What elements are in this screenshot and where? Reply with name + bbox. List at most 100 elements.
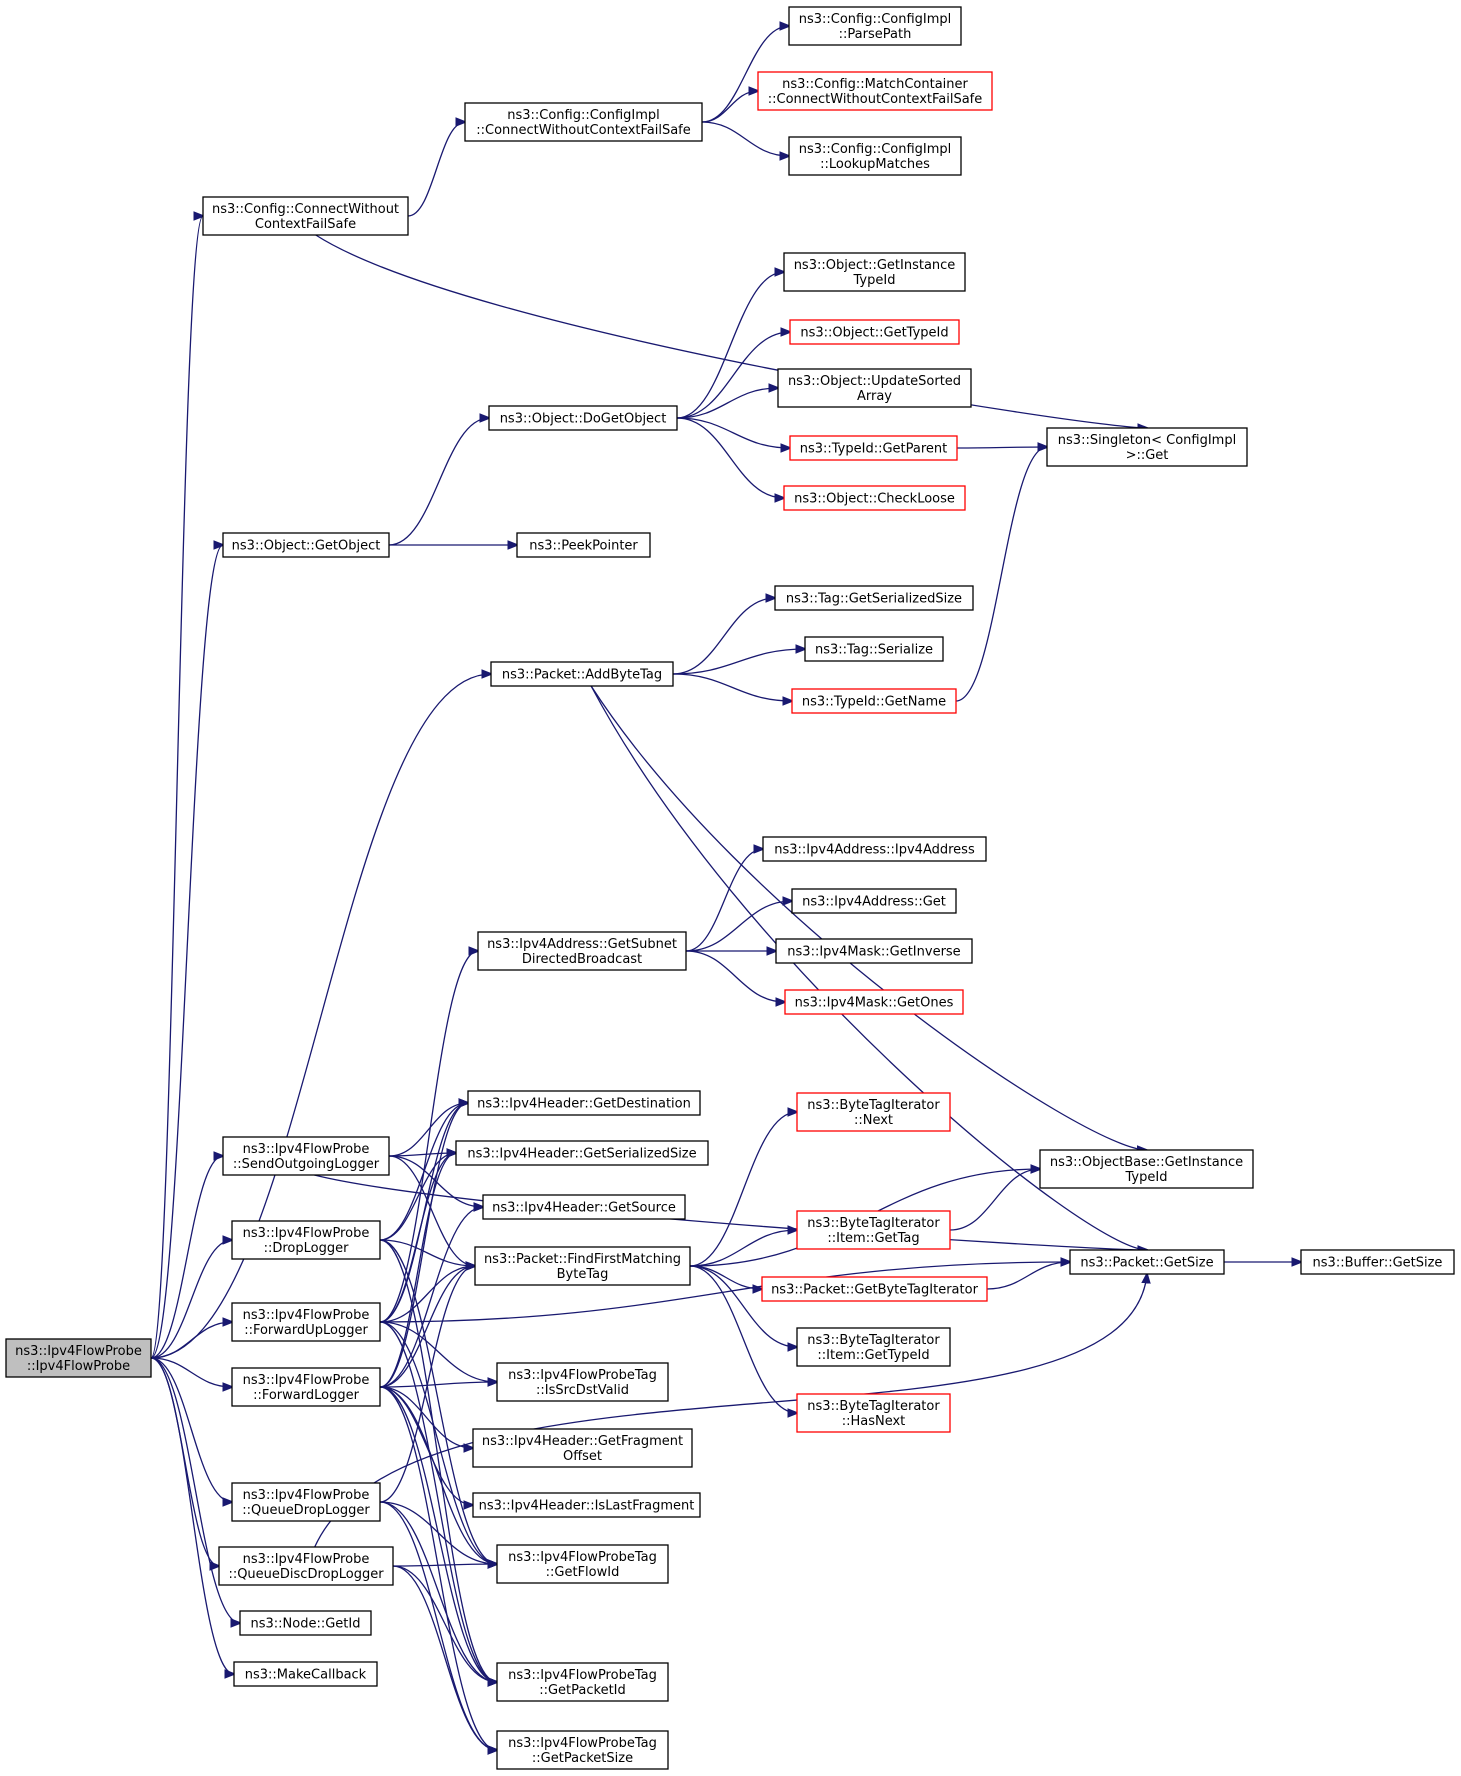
node-obj_dogetobj[interactable]: ns3::Object::DoGetObject — [488, 405, 678, 431]
node-queuedrop[interactable]: ns3::Ipv4FlowProbe::QueueDropLogger — [231, 1482, 381, 1522]
node-node_getid[interactable]: ns3::Node::GetId — [239, 1610, 372, 1636]
node-hdr_islastfrag[interactable]: ns3::Ipv4Header::IsLastFragment — [472, 1492, 701, 1518]
edge-fwdup-to-tag_getpktid — [379, 1321, 497, 1682]
node-hdr_getsersize[interactable]: ns3::Ipv4Header::GetSerializedSize — [455, 1140, 709, 1166]
node-bti_next[interactable]: ns3::ByteTagIterator::Next — [796, 1092, 951, 1132]
node-label: ::ConnectWithoutContextFailSafe — [476, 123, 691, 138]
node-root[interactable]: ns3::Ipv4FlowProbe::Ipv4FlowProbe — [5, 1338, 152, 1378]
node-label: ::ForwardLogger — [253, 1388, 360, 1403]
edge-fwd-to-tag_getpktid — [379, 1386, 497, 1682]
node-fwdup[interactable]: ns3::Ipv4FlowProbe::ForwardUpLogger — [231, 1302, 381, 1342]
node-label: ns3::Ipv4Address::GetSubnet — [487, 937, 677, 952]
node-buf_getsize[interactable]: ns3::Buffer::GetSize — [1300, 1249, 1455, 1275]
node-obj_getobject[interactable]: ns3::Object::GetObject — [222, 532, 390, 558]
node-box — [488, 405, 678, 431]
node-tag_getflowid[interactable]: ns3::Ipv4FlowProbeTag::GetFlowId — [496, 1544, 669, 1584]
node-bti_hasnext[interactable]: ns3::ByteTagIterator::HasNext — [796, 1393, 951, 1433]
node-ci_lookup[interactable]: ns3::Config::ConfigImpl::LookupMatches — [788, 136, 962, 176]
edge-queuedrop-to-tag_getpktsize — [379, 1501, 497, 1750]
node-tag_ser[interactable]: ns3::Tag::Serialize — [804, 636, 944, 662]
node-bti_item_gettag[interactable]: ns3::ByteTagIterator::Item::GetTag — [796, 1210, 951, 1250]
node-fwd[interactable]: ns3::Ipv4FlowProbe::ForwardLogger — [231, 1367, 381, 1407]
node-hdr_getdest[interactable]: ns3::Ipv4Header::GetDestination — [467, 1090, 701, 1116]
edge-pkt_ffmbt-to-bti_next — [689, 1112, 797, 1267]
node-ci_cwcfs[interactable]: ns3::Config::ConfigImpl::ConnectWithoutC… — [464, 102, 703, 142]
node-label: ns3::Ipv4Address::Ipv4Address — [774, 843, 975, 858]
node-bti_item_gettypeid[interactable]: ns3::ByteTagIterator::Item::GetTypeId — [796, 1327, 951, 1367]
node-label: ns3::Ipv4Header::GetFragment — [482, 1434, 683, 1449]
node-label: ns3::Tag::Serialize — [815, 643, 933, 658]
node-obj_checkloose[interactable]: ns3::Object::CheckLoose — [783, 485, 966, 511]
node-label: ns3::Ipv4FlowProbe — [243, 1226, 370, 1241]
node-box — [474, 1246, 691, 1286]
edge-queuedrop-to-tag_getpktid — [379, 1501, 497, 1682]
node-mc_cwcfs[interactable]: ns3::Config::MatchContainer::ConnectWith… — [757, 71, 993, 111]
node-label: ns3::Tag::GetSerializedSize — [786, 592, 962, 607]
node-box — [477, 931, 687, 971]
node-pkt_getsize[interactable]: ns3::Packet::GetSize — [1069, 1249, 1225, 1275]
node-label: DirectedBroadcast — [522, 952, 642, 967]
edge-queuedisc-to-pkt_getsize — [314, 1274, 1147, 1548]
node-pkt_getbti[interactable]: ns3::Packet::GetByteTagIterator — [761, 1276, 988, 1302]
node-droplogger[interactable]: ns3::Ipv4FlowProbe::DropLogger — [231, 1220, 381, 1260]
edge-root-to-fwd — [150, 1357, 232, 1387]
node-box — [222, 532, 390, 558]
node-box — [496, 1662, 669, 1702]
node-label: ns3::Ipv4FlowProbe — [243, 1552, 370, 1567]
node-box — [231, 1367, 381, 1407]
node-tid_getname[interactable]: ns3::TypeId::GetName — [791, 688, 957, 714]
node-label: ns3::ByteTagIterator — [807, 1333, 940, 1348]
node-ipv4addr_ctor[interactable]: ns3::Ipv4Address::Ipv4Address — [762, 836, 987, 862]
node-box — [1069, 1249, 1225, 1275]
edge-root-to-obj_getobject — [150, 545, 223, 1359]
node-label: ns3::Ipv4Header::GetSerializedSize — [467, 1147, 696, 1162]
node-ci_parse[interactable]: ns3::Config::ConfigImpl::ParsePath — [788, 6, 962, 46]
node-box — [455, 1140, 709, 1166]
node-ipv4addr_get[interactable]: ns3::Ipv4Address::Get — [791, 888, 957, 914]
node-tag_getpktsize[interactable]: ns3::Ipv4FlowProbeTag::GetPacketSize — [496, 1730, 669, 1770]
node-tag_getser[interactable]: ns3::Tag::GetSerializedSize — [774, 585, 974, 611]
node-label: ns3::TypeId::GetParent — [800, 442, 948, 457]
edge-obj_dogetobj-to-obj_getinst — [676, 272, 784, 419]
node-label: TypeId — [1125, 1170, 1168, 1185]
node-makecallback[interactable]: ns3::MakeCallback — [233, 1661, 378, 1687]
node-cfg_cwcfs[interactable]: ns3::Config::ConnectWithoutContextFailSa… — [202, 196, 409, 236]
edge-cfg_cwcfs-to-ci_cwcfs — [407, 122, 465, 217]
node-singleton_get[interactable]: ns3::Singleton< ConfigImpl >::Get — [1046, 427, 1248, 467]
node-peekpointer[interactable]: ns3::PeekPointer — [516, 532, 651, 558]
node-label: ::QueueDropLogger — [242, 1503, 370, 1518]
node-ipv4addr_gsdb[interactable]: ns3::Ipv4Address::GetSubnetDirectedBroad… — [477, 931, 687, 971]
node-box — [757, 71, 993, 111]
node-label: ByteTag — [557, 1267, 609, 1282]
node-tag_getpktid[interactable]: ns3::Ipv4FlowProbeTag::GetPacketId — [496, 1662, 669, 1702]
edge-root-to-queuedrop — [150, 1357, 232, 1502]
node-sendout[interactable]: ns3::Ipv4FlowProbe::SendOutgoingLogger — [222, 1136, 390, 1176]
node-label: ::GetFlowId — [546, 1565, 620, 1580]
node-label: ::ConnectWithoutContextFailSafe — [768, 92, 983, 107]
node-box — [796, 1092, 951, 1132]
node-label: ::HasNext — [842, 1414, 906, 1429]
node-tid_getparent[interactable]: ns3::TypeId::GetParent — [789, 435, 958, 461]
node-queuedisc[interactable]: ns3::Ipv4FlowProbe::QueueDiscDropLogger — [218, 1546, 394, 1586]
node-label: ns3::Packet::GetByteTagIterator — [771, 1283, 979, 1298]
node-label: ns3::ByteTagIterator — [807, 1399, 940, 1414]
edge-fwd-to-tag_getflowid — [379, 1386, 497, 1564]
node-label: ns3::Ipv4FlowProbe — [15, 1344, 142, 1359]
node-obj_gettype[interactable]: ns3::Object::GetTypeId — [789, 319, 960, 345]
node-box — [222, 1136, 390, 1176]
node-pkt_addbytetag[interactable]: ns3::Packet::AddByteTag — [490, 661, 674, 687]
node-label: ::ForwardUpLogger — [244, 1323, 368, 1338]
edge-pkt_addbytetag-to-ob_getinst — [590, 685, 1146, 1150]
node-label: ::LookupMatches — [820, 157, 930, 172]
node-ipv4mask_inv[interactable]: ns3::Ipv4Mask::GetInverse — [775, 938, 973, 964]
node-ipv4mask_ones[interactable]: ns3::Ipv4Mask::GetOnes — [784, 989, 964, 1015]
node-tag_issrcdst[interactable]: ns3::Ipv4FlowProbeTag::IsSrcDstValid — [496, 1362, 669, 1402]
node-hdr_getsrc[interactable]: ns3::Ipv4Header::GetSource — [482, 1194, 686, 1220]
node-box — [233, 1661, 378, 1687]
node-label: ns3::Ipv4FlowProbeTag — [508, 1736, 657, 1751]
